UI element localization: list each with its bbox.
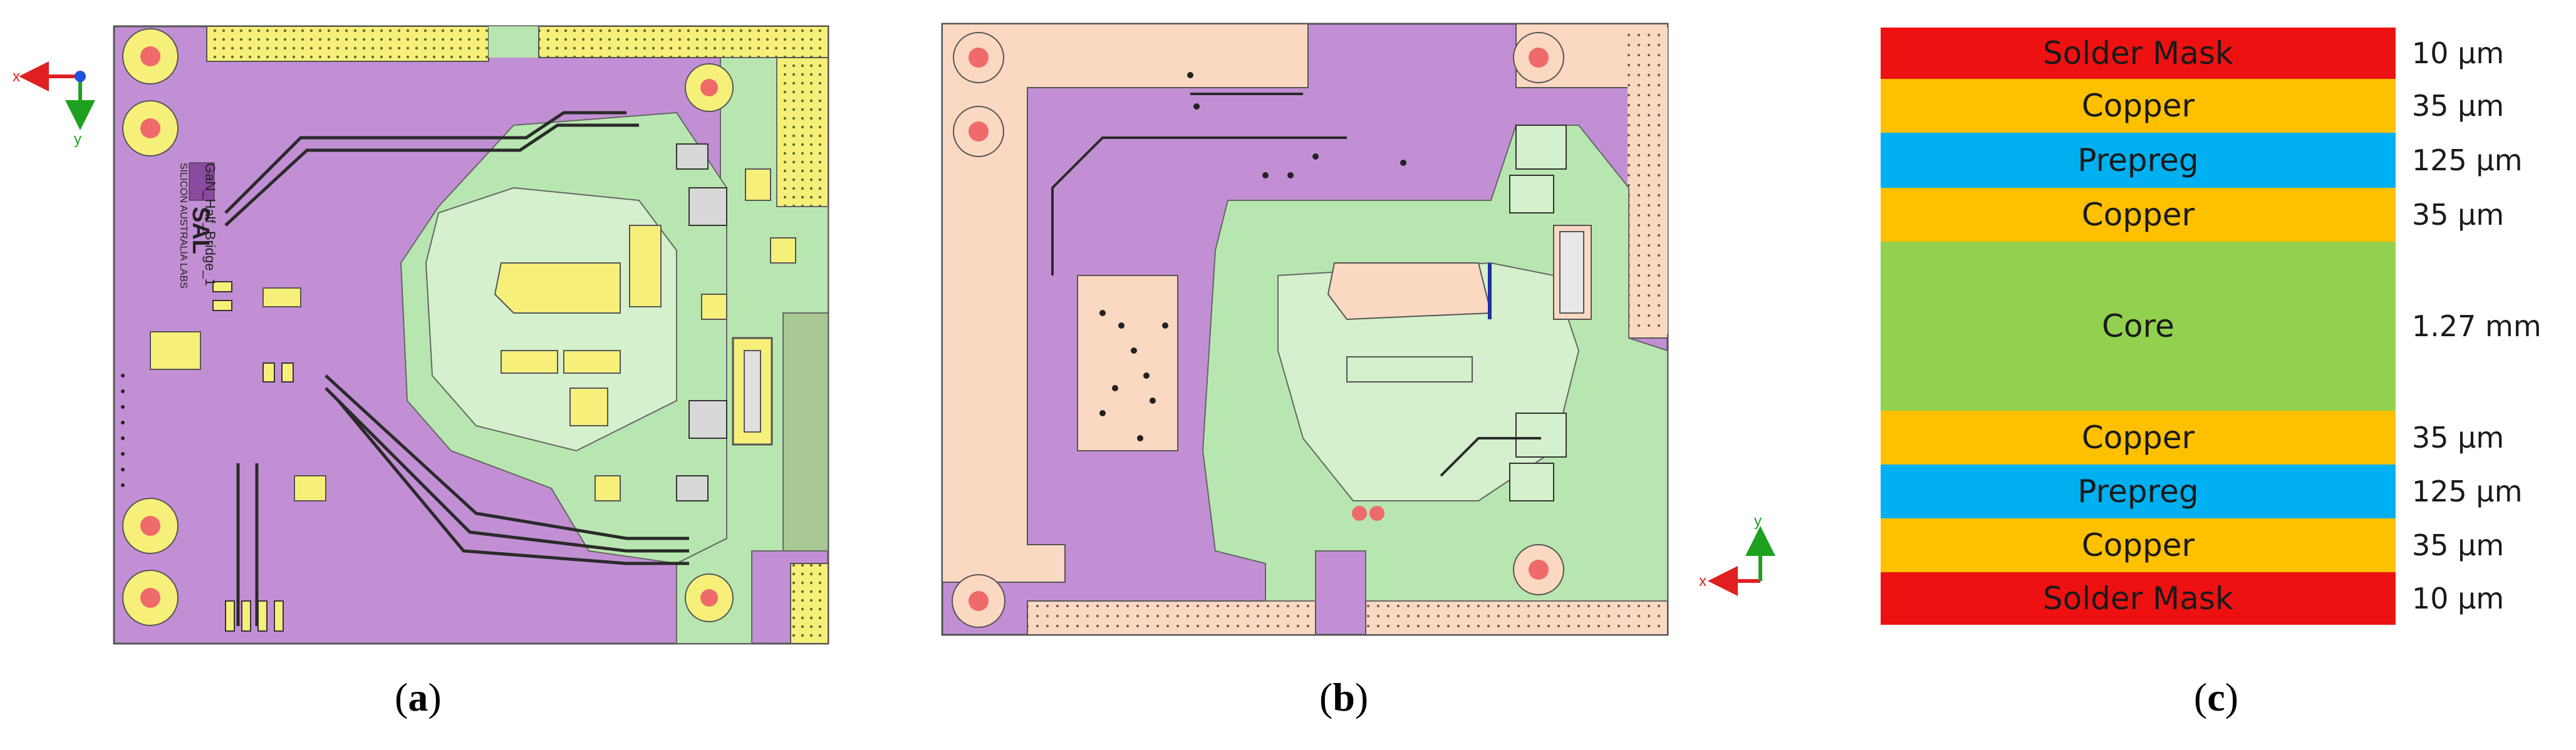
axis-y-label: y	[74, 131, 81, 148]
stackup-thickness-copper-2: 35 μm	[2412, 198, 2505, 232]
stackup-layer-solder-mask-bottom: Solder Mask	[1881, 572, 2396, 625]
axis-triad-b: x y	[1699, 513, 1775, 596]
silkscreen-board-name: GaN_Half_Bridge_1	[202, 163, 218, 286]
axis-x-label-b: x	[1699, 573, 1706, 590]
stackup-layer-copper-2: Copper	[1881, 188, 2396, 242]
stackup-layer-copper-4: Copper	[1881, 518, 2396, 572]
stackup-layer-copper-1: Copper	[1881, 79, 2396, 133]
stackup-thickness-solder-mask-bottom: 10 μm	[2412, 582, 2505, 615]
pcb-bottom-view: x y	[941, 23, 1775, 636]
stackup-thickness-prepreg-1: 125 μm	[2412, 143, 2523, 177]
stackup-layer-copper-3: Copper	[1881, 411, 2396, 465]
stackup-layer-prepreg-2: Prepreg	[1881, 465, 2396, 518]
silkscreen-logo: SAL SILICON AUSTRALIA LABS GaN_Half_Brid…	[178, 162, 218, 289]
panel-label-b: (b)	[1319, 675, 1369, 719]
panel-label-c: (c)	[2194, 675, 2239, 719]
panel-label-a: (a)	[395, 675, 442, 719]
stackup-thickness-copper-4: 35 μm	[2412, 528, 2505, 562]
axis-y-label-b: y	[1754, 513, 1762, 530]
stackup-layer-core: Core	[1881, 242, 2396, 411]
axis-triad-a: x y	[13, 61, 95, 148]
stackup-thickness-solder-mask-top: 10 μm	[2412, 36, 2505, 70]
stackup-thickness-copper-1: 35 μm	[2412, 89, 2505, 123]
silkscreen-brand: SAL	[187, 207, 214, 254]
silkscreen-company: SILICON AUSTRALIA LABS	[178, 163, 189, 289]
axis-x-label: x	[13, 68, 20, 85]
stackup-layer-solder-mask-top: Solder Mask	[1881, 28, 2396, 79]
stackup-thickness-core: 1.27 mm	[2412, 309, 2542, 343]
stackup-layer-prepreg-1: Prepreg	[1881, 133, 2396, 188]
stackup-thickness-copper-3: 35 μm	[2412, 421, 2505, 455]
stackup-thickness-prepreg-2: 125 μm	[2412, 475, 2523, 508]
pcb-top-view: SAL SILICON AUSTRALIA LABS GaN_Half_Brid…	[13, 25, 829, 645]
